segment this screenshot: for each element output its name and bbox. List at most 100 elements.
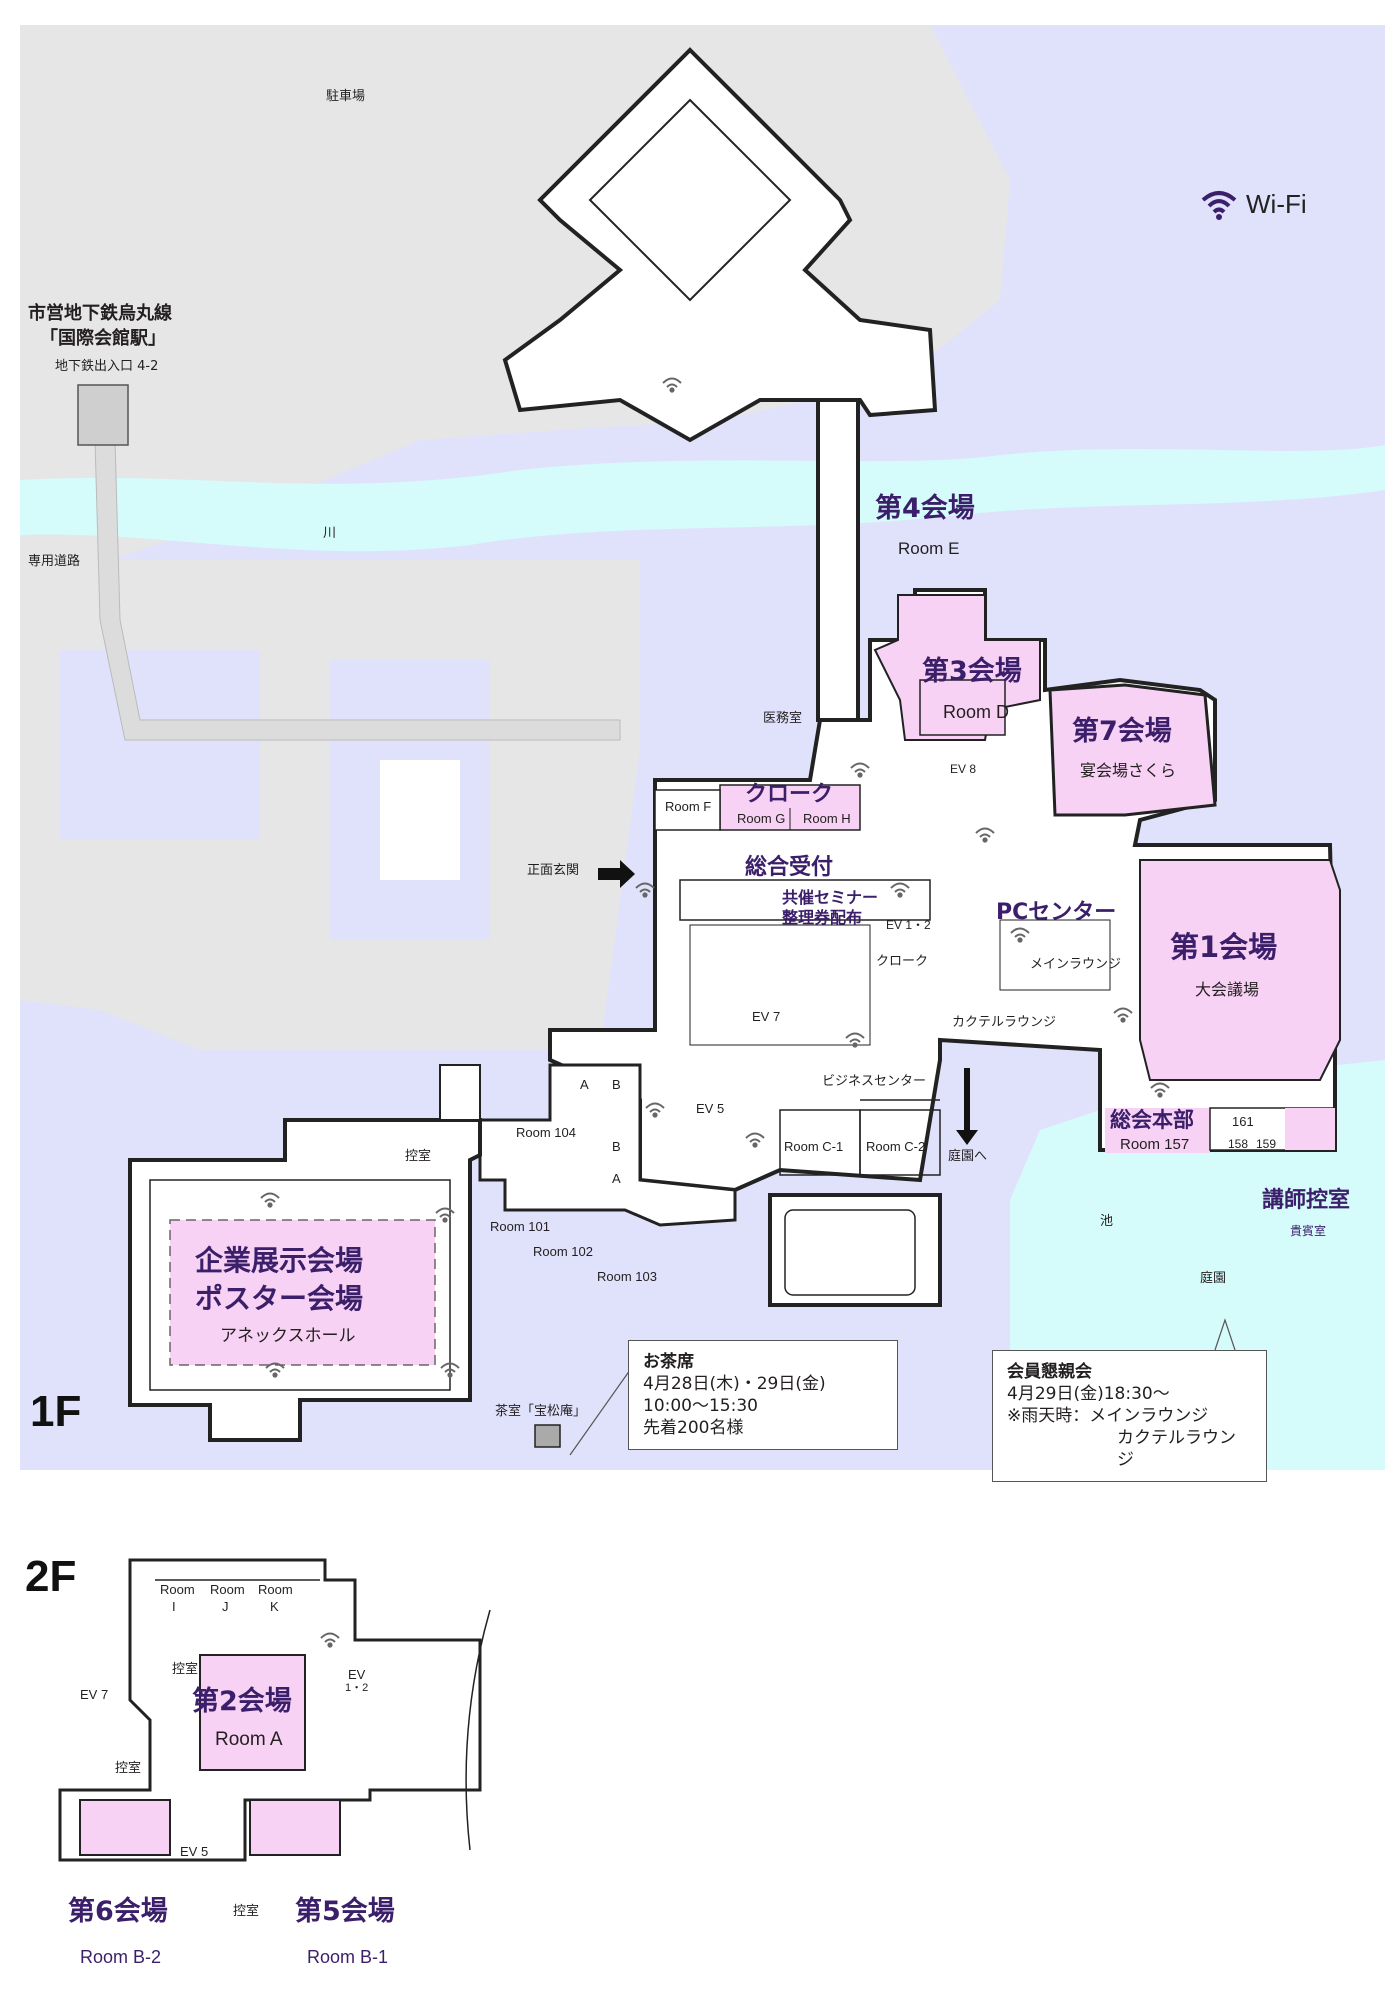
tea-ceremony-box: お茶席 4月28日(木)・29日(金) 10:00～15:30 先着200名様 [628,1340,898,1451]
hq-title: 総会本部 [1110,1108,1194,1132]
room2-title: 第2会場 [192,1686,292,1717]
expo-area [169,1219,436,1366]
hq-sub: Room 157 [1120,1136,1190,1153]
wifi-icon [890,882,910,898]
room3-sub: Room D [943,702,1010,722]
wifi-icon [1201,191,1237,220]
f2-waiting3-label: 控室 [233,1904,260,1919]
party-box-title: 会員懇親会 [1007,1362,1092,1382]
room101-label: Room 101 [490,1219,550,1234]
pc-center-title: PCセンター [996,900,1117,925]
room7-area [1048,683,1217,817]
seminar-line2: 整理券配布 [782,908,863,927]
room1-title: 第1会場 [1170,930,1278,964]
entrance-arrow [598,860,635,888]
speaker-sub: 貴賓室 [1290,1224,1327,1238]
room1-sub: 大会議場 [1195,980,1260,999]
floor-1f-label: 1F [30,1387,82,1436]
f2-room-j-label: Room [210,1582,245,1597]
wifi-icon [845,1032,865,1048]
party-box-rain: ※雨天時：メインラウンジ [1007,1406,1209,1427]
corridor-to-main [816,398,860,722]
cocktail-label: カクテルラウンジ [952,1015,1057,1030]
expo-title1: 企業展示会場 [195,1244,364,1277]
seminar-line1: 共催セミナー [782,888,879,907]
wifi-icon [260,1192,280,1208]
tea-box-title: お茶席 [643,1352,694,1372]
garden-arrow [956,1068,978,1145]
wifi-icon [1010,927,1030,943]
wifi-icon [440,1362,460,1378]
business-label: ビジネスセンター [822,1074,927,1089]
subway-station-label: 「国際会館駅」 [40,328,166,349]
party-pointer [1214,1318,1236,1351]
ev7-label: EV 7 [752,1009,781,1024]
wifi-icon [1113,1007,1133,1023]
room2-sub: Room A [215,1729,283,1750]
ev5-label: EV 5 [696,1101,725,1116]
pond-label: 池 [1100,1214,1114,1229]
party-box-rain2: カクテルラウンジ [1117,1428,1236,1471]
octagon-hall [588,98,792,302]
wifi-icon [635,882,655,898]
room158-label: 158 [1228,1137,1249,1151]
room-h-label: Room H [803,811,851,826]
to-garden-label: 庭園へ [948,1149,988,1164]
wifi-icon [850,762,870,778]
tea-room-marker [534,1424,561,1448]
room-f-area [654,789,721,831]
expo-inner-wall [149,1179,451,1391]
f2-waiting-label: 控室 [172,1662,199,1677]
room-c1-label: Room C-1 [784,1139,844,1154]
room-b-upper-label: B [612,1077,621,1092]
f2-room-b1 [249,1799,341,1856]
main-lounge-label: メインラウンジ [1030,957,1122,972]
cloak-small-label: クローク [876,954,929,969]
ev12-label: EV 1・2 [886,918,931,932]
room6-title: 第6会場 [68,1896,168,1927]
tea-box-time: 10:00～15:30 [643,1396,758,1417]
expo-title2: ポスター会場 [195,1282,364,1315]
room5-title: 第5会場 [295,1896,395,1927]
tea-box-date: 4月28日(木)・29日(金) [643,1374,826,1395]
parking-label: 駐車場 [326,89,366,104]
wifi-icon [975,827,995,843]
wifi-icon [265,1362,285,1378]
tea-box-capacity: 先着200名様 [643,1418,744,1439]
interior-block2 [689,924,871,1046]
f2-room-i-label: Room [160,1582,195,1597]
wifi-markers [260,377,1170,1648]
river [20,445,1385,552]
garden-label: 庭園 [1200,1271,1227,1286]
f2-room-a [199,1654,306,1771]
speaker-room-area [1285,1108,1335,1150]
wifi-icon [645,1102,665,1118]
party-box: 会員懇親会 4月29日(金)18:30～ ※雨天時：メインラウンジ カクテルラウ… [992,1350,1267,1483]
wifi-icon [435,1207,455,1223]
wifi-icon [745,1132,765,1148]
f2-room-b2 [79,1799,171,1856]
room4-sub: Room E [898,539,960,558]
river-label: 川 [323,526,337,541]
main-entrance-label: 正面玄関 [527,863,580,878]
f2-ev5-label: EV 5 [180,1844,209,1859]
plaza [380,760,460,880]
f2-ev7-label: EV 7 [80,1687,109,1702]
room-c2-block [859,1109,941,1176]
room5-sub: Room B-1 [307,1947,389,1967]
room-g-label: Room G [737,811,786,826]
f2-ev12-label: 1・2 [345,1682,369,1694]
annex-stair [439,1064,481,1121]
private-road [94,439,621,741]
private-road-label: 専用道路 [28,554,81,569]
room-d-area [919,679,1006,736]
south-annex-inner [784,1209,916,1296]
reception-title: 総合受付 [745,855,834,880]
annex-hall [128,1064,561,1448]
room7-title: 第7会場 [1072,716,1172,747]
room7-sub: 宴会場さくら [1080,761,1177,780]
hq-area [1105,1108,1210,1153]
main-building [478,588,1341,1307]
wifi-icon [662,377,682,393]
subway-exit-block [77,384,129,446]
